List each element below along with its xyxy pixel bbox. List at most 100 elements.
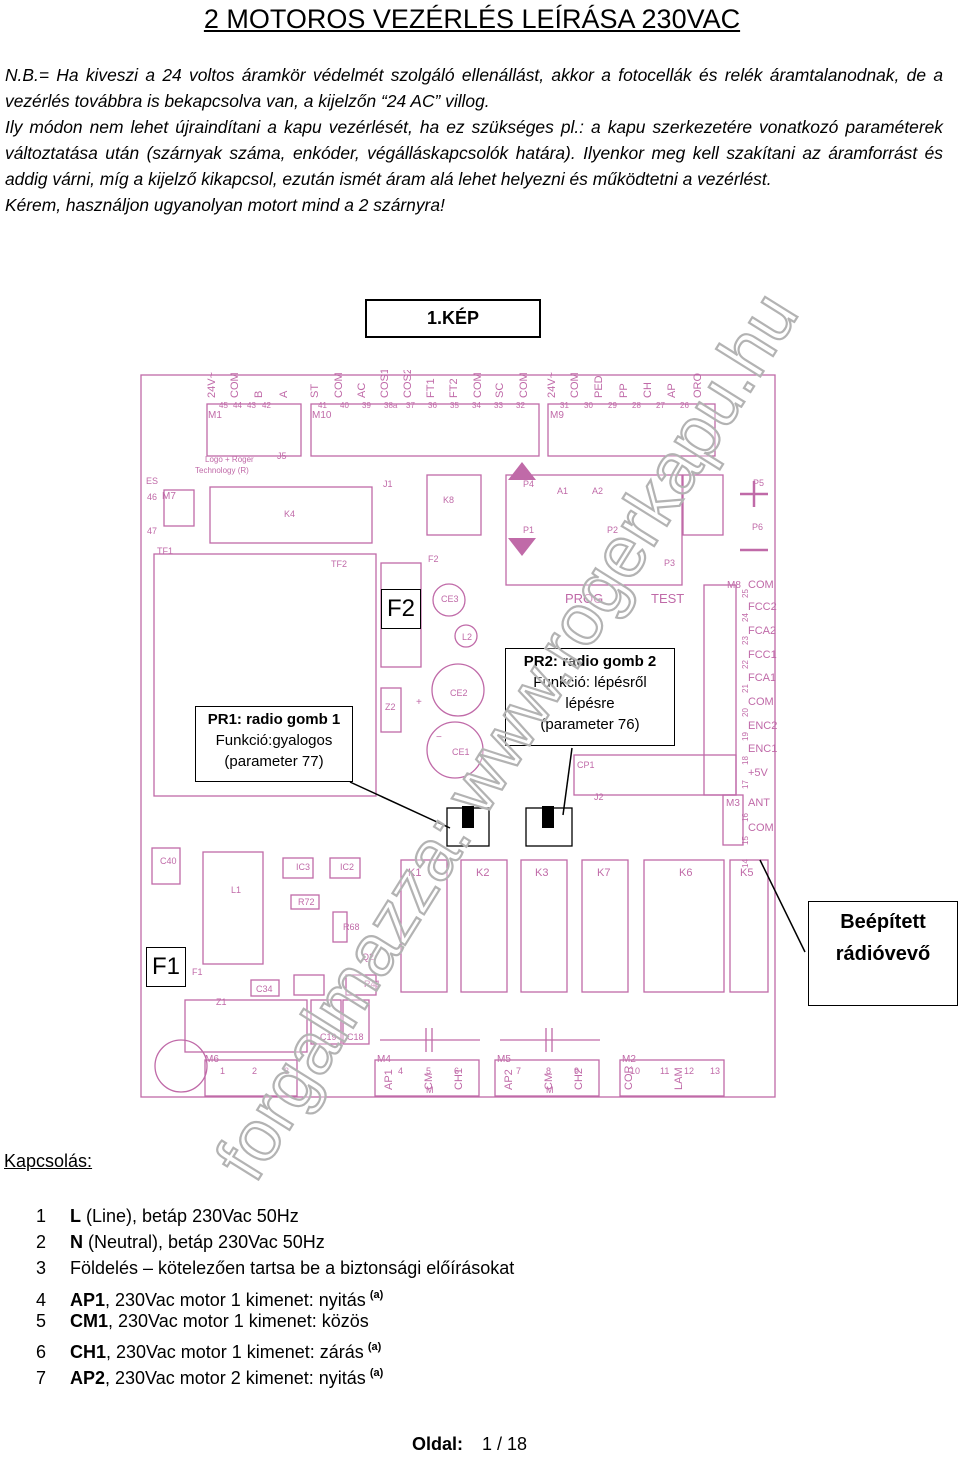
f2-label: F2: [381, 589, 421, 629]
right-terminal-label: COM: [748, 822, 774, 834]
top-terminal-label: FT1: [425, 378, 437, 398]
top-terminal-number: 45: [219, 401, 228, 410]
pr2-function-cont: lépésre: [565, 695, 615, 712]
pr1-function: Funkció:gyalogos: [215, 732, 333, 749]
top-terminal-number: 26: [680, 401, 689, 410]
intro-motor-note: Kérem, használjon ugyanolyan motort mind…: [5, 195, 445, 215]
bottom-terminal-label: LAM: [673, 1067, 685, 1090]
relay-label: K2: [476, 867, 489, 879]
relay-label: K3: [535, 867, 548, 879]
top-terminal-number: 39: [362, 401, 371, 410]
component-label: P1: [523, 525, 534, 535]
component-label: TEST: [651, 591, 684, 606]
top-terminal-number: 28: [632, 401, 641, 410]
top-terminal-label: ORO: [692, 373, 704, 399]
connection-number: 3: [36, 1258, 47, 1279]
motor-symbol: M: [426, 1085, 434, 1095]
top-terminal-number: 30: [584, 401, 593, 410]
radio-label-line2: rádióvevő: [835, 943, 931, 965]
pr1-title: PR1: radio gomb 1: [207, 711, 341, 728]
component-label: P6: [752, 522, 763, 532]
right-terminal-label: FCA2: [748, 625, 776, 637]
connection-description: , 230Vac motor 1 kimenet: zárás: [106, 1341, 364, 1362]
component-label: C34: [256, 984, 273, 994]
top-terminal-number: 31: [560, 401, 569, 410]
top-terminal-number: 42: [262, 401, 271, 410]
relay-label: K6: [679, 867, 692, 879]
component-label: A2: [592, 486, 603, 496]
top-terminal-number: 34: [472, 401, 481, 410]
top-terminal-label: AP: [666, 383, 678, 398]
right-terminal-number: 21: [741, 684, 750, 693]
top-terminal-label: AC: [356, 383, 368, 398]
top-terminal-label: COM: [229, 372, 241, 398]
connection-terminal: CH1: [70, 1341, 107, 1362]
bottom-terminal-label: COR: [623, 1066, 635, 1091]
top-terminal-label: 24V~: [206, 372, 218, 398]
intro-text: N.B.= Ha kiveszi a 24 voltos áramkör véd…: [5, 62, 943, 218]
connector-label: M8: [727, 580, 741, 591]
component-label: 47: [147, 526, 157, 536]
top-terminal-number: 35: [450, 401, 459, 410]
connector-label: M4: [377, 1054, 391, 1065]
right-terminal-number: 16: [741, 813, 750, 822]
component-label: L2: [462, 632, 472, 642]
connector-label: M2: [622, 1054, 636, 1065]
top-terminal-number: 43: [247, 401, 256, 410]
bottom-terminal-number: 2: [252, 1066, 257, 1076]
section-heading: Kapcsolás:: [4, 1151, 93, 1171]
top-terminal-label: ST: [309, 384, 321, 398]
bottom-terminal-number: 7: [516, 1066, 521, 1076]
component-label: L1: [231, 885, 241, 895]
top-terminal-label: B: [253, 391, 265, 398]
bottom-terminal-number: 12: [684, 1066, 694, 1076]
top-terminal-label: COM: [518, 372, 530, 398]
top-terminal-number: 40: [340, 401, 349, 410]
right-terminal-number: 15: [741, 836, 750, 845]
component-label: PROG: [565, 591, 603, 606]
top-terminal-number: 44: [233, 401, 242, 410]
document-title: 2 MOTOROS VEZÉRLÉS LEÍRÁSA 230VAC: [203, 4, 741, 34]
bottom-terminal-label: CH2: [573, 1068, 585, 1090]
bottom-terminal-number: 4: [398, 1066, 403, 1076]
page-label: Oldal:: [412, 1434, 464, 1454]
top-terminal-number: 27: [656, 401, 665, 410]
bottom-terminal-number: 1: [220, 1066, 225, 1076]
pr1-callout: PR1: radio gomb 1 Funkció:gyalogos (para…: [195, 706, 353, 782]
intro-note: N.B.= Ha kiveszi a 24 voltos áramkör véd…: [5, 65, 943, 111]
connection-number: 4: [36, 1289, 47, 1310]
page-footer: Oldal: 1 / 18: [412, 1434, 527, 1455]
right-terminal-number: 25: [741, 589, 750, 598]
connector-label: M10: [312, 410, 332, 421]
connection-description: , 230Vac motor 1 kimenet: közös: [108, 1310, 369, 1331]
bottom-terminal-number: 3: [284, 1066, 289, 1076]
top-terminal-number: 32: [516, 401, 525, 410]
component-label: C19: [320, 1032, 337, 1042]
right-terminal-label: COM: [748, 696, 774, 708]
logo-text: Logo + Roger: [205, 455, 254, 464]
bottom-terminal-number: 11: [660, 1066, 669, 1076]
top-terminal-label: COM: [569, 372, 581, 398]
component-label: TF1: [157, 546, 173, 556]
component-label: P2: [607, 525, 618, 535]
connection-footnote-mark: (a): [369, 1288, 384, 1301]
page-number: 1 / 18: [482, 1434, 528, 1454]
top-terminal-number: 37: [406, 401, 415, 410]
component-label: P4: [523, 479, 534, 489]
connection-number: 7: [36, 1368, 47, 1389]
top-terminal-number: 36: [428, 401, 437, 410]
connection-terminal: AP2: [70, 1368, 106, 1389]
connection-terminal: N: [70, 1232, 83, 1253]
component-label: F1: [192, 967, 203, 977]
component-label: Z2: [385, 702, 396, 712]
right-terminal-label: +5V: [748, 767, 769, 779]
right-terminal-label: FCC1: [748, 649, 777, 661]
top-terminal-label: COM: [472, 372, 484, 398]
right-terminal-label: FCA1: [748, 672, 776, 684]
